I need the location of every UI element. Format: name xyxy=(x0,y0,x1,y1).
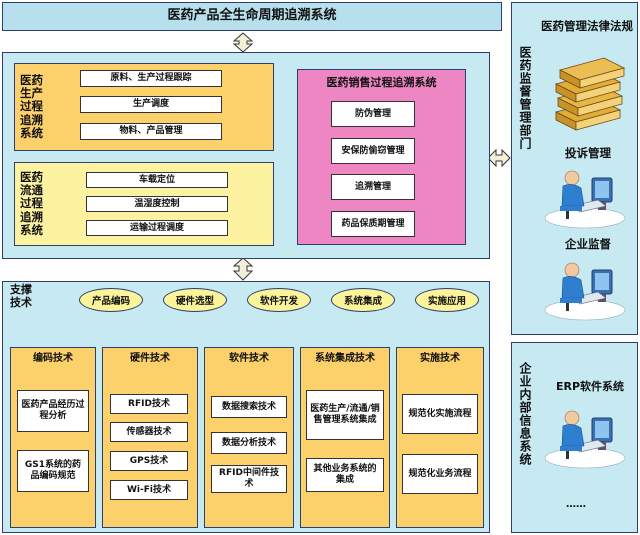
sales-item-antitheft: 安保防偷窃管理 xyxy=(331,138,415,164)
oval-software-development: 软件开发 xyxy=(247,288,311,312)
law-label: 医药管理法律法规 xyxy=(541,19,633,34)
production-item-tracking: 原料、生产过程跟踪 xyxy=(80,70,222,87)
column-implementation-tech xyxy=(396,347,484,528)
software-item-rfid-middleware: RFID中间件技术 xyxy=(211,465,287,493)
circulation-item-positioning: 车载定位 xyxy=(86,172,228,188)
hardware-item-gps: GPS技术 xyxy=(110,451,188,471)
circulation-system-title: 医药 流通 过程 追溯 系统 xyxy=(20,169,43,237)
sales-item-shelf-life: 药品保质期管理 xyxy=(331,211,415,237)
enterprise-vertical-title: 企业内部信息系统 xyxy=(518,362,532,466)
column-software-tech-title: 软件技术 xyxy=(229,353,269,365)
implementation-item-process: 规范化实施流程 xyxy=(402,394,478,434)
oval-product-coding: 产品编码 xyxy=(79,288,143,312)
column-coding-tech-title: 编码技术 xyxy=(33,353,73,365)
complaint-label: 投诉管理 xyxy=(565,146,611,161)
column-coding-tech xyxy=(10,347,96,528)
column-hardware-tech-title: 硬件技术 xyxy=(130,353,170,365)
sales-system-title: 医药销售过程追溯系统 xyxy=(326,75,437,89)
implementation-item-business: 规范化业务流程 xyxy=(402,454,478,494)
sales-item-anticounterfeit: 防伪管理 xyxy=(331,101,415,127)
integration-item-other-systems: 其他业务系统的集成 xyxy=(306,458,384,492)
hardware-item-wifi: Wi-Fi技术 xyxy=(110,480,188,500)
production-item-scheduling: 生产调度 xyxy=(80,96,222,113)
oval-implementation: 实施应用 xyxy=(415,288,479,312)
supervision-label: 企业监督 xyxy=(565,237,611,252)
oval-hardware-selection: 硬件选型 xyxy=(163,288,227,312)
circulation-item-temperature: 温湿度控制 xyxy=(86,196,228,212)
production-item-materials: 物料、产品管理 xyxy=(80,123,222,140)
column-implementation-tech-title: 实施技术 xyxy=(420,353,460,365)
regulator-vertical-title: 医药监督管理部门 xyxy=(518,46,532,150)
title-band xyxy=(2,2,502,31)
circulation-item-transport: 运输过程调度 xyxy=(86,220,228,236)
hardware-item-sensor: 传感器技术 xyxy=(110,422,188,442)
erp-label: ERP软件系统 xyxy=(555,379,625,393)
column-integration-tech-title: 系统集成技术 xyxy=(315,353,375,365)
software-item-analysis: 数据分析技术 xyxy=(211,432,287,454)
software-item-search: 数据搜索技术 xyxy=(211,396,287,418)
sales-item-traceability: 追溯管理 xyxy=(331,174,415,200)
diagram-title: 医药产品全生命周期追溯系统 xyxy=(167,8,337,24)
integration-item-pharma-systems: 医药生产/流通/销售管理系统集成 xyxy=(306,390,384,440)
coding-item-gs1-standard: GS1系统的药品编码规范 xyxy=(17,450,89,492)
enterprise-ellipsis: …… xyxy=(566,499,586,511)
coding-item-process-analysis: 医药产品经历过程分析 xyxy=(17,390,89,432)
production-system-title: 医药 生产 过程 追溯 系统 xyxy=(20,72,43,140)
hardware-item-rfid: RFID技术 xyxy=(110,394,188,414)
oval-system-integration: 系统集成 xyxy=(331,288,395,312)
support-tech-title: 支撑 技术 xyxy=(10,283,32,309)
